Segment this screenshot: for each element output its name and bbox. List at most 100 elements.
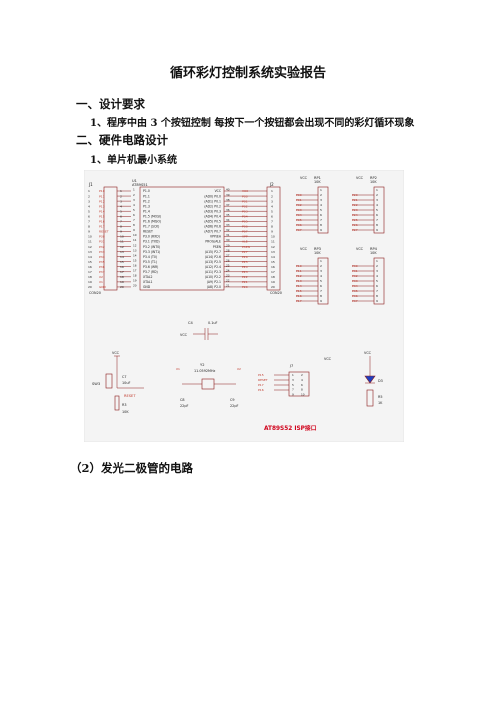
rp1-pin: 7 (320, 218, 322, 222)
rp3-pin: 1 (320, 259, 322, 263)
rp2-pin: 2 (376, 193, 378, 197)
u1-left-pin: P3.3 (INT1) (143, 250, 160, 254)
u1-pin-number: 14 (133, 253, 137, 257)
j1-net-label: P10 (99, 189, 105, 193)
isp-pin: 2 (301, 373, 303, 377)
rp3-pin: 6 (320, 284, 322, 288)
j2-pin-number: 8 (271, 225, 273, 229)
isp-pin: 9 (292, 392, 294, 396)
rp2-pin: 3 (376, 198, 378, 202)
u1-left-pin: XTAL1 (143, 280, 153, 284)
rp3-pin: 5 (320, 279, 322, 283)
u1-left-pin: P1.7 (SCK) (143, 225, 159, 229)
u1-left-pin: P1.5 (MOSI) (143, 214, 161, 218)
j1-net-label: P17 (99, 225, 105, 229)
j1-net-label: P30 (99, 235, 105, 239)
j1-pin-index: 11 (120, 240, 124, 244)
j1-pin-index: 1 (120, 189, 122, 193)
u1-right-pin: (A15) P2.7 (205, 250, 221, 254)
rp4-ref: RP4 (370, 247, 378, 251)
rp4-pin: 4 (376, 274, 378, 278)
j2-name: CON20 (270, 291, 282, 295)
rp2-net: P21 (352, 198, 358, 202)
isp-pin: 4 (301, 378, 303, 382)
j1-pin-number: 12 (88, 245, 92, 249)
rp2-pin: 5 (376, 208, 378, 212)
j1-net-label: P15 (99, 214, 105, 218)
u1-net-label: P23 (242, 270, 248, 274)
j1-net-label: X2 (99, 275, 103, 279)
j1-net-label: P34 (99, 255, 105, 259)
j2-pin-number: 5 (271, 209, 273, 213)
j1-net-label: P16 (99, 220, 105, 224)
isp-ref: J7 (289, 364, 293, 368)
rp1-pin: 4 (320, 203, 322, 207)
j1-pin-number: 3 (88, 199, 90, 203)
rp4-net: P31 (352, 269, 358, 273)
j1-pin-number: 11 (88, 240, 92, 244)
rp1-net: P07 (296, 228, 302, 232)
u1-pin-number: 23 (226, 274, 230, 278)
rp4-pin: 8 (376, 294, 378, 298)
rp3-pin: 7 (320, 289, 322, 293)
rp3-pin: 3 (320, 269, 322, 273)
section-heading-hardware: 二、硬件电路设计 (76, 133, 168, 147)
j2-pin-number: 2 (271, 194, 273, 198)
report-title: 循环彩灯控制系统实验报告 (169, 66, 326, 81)
u1-pin-number: 31 (226, 233, 230, 237)
u1-pin-number: 7 (133, 218, 135, 222)
j1-pin-number: 9 (88, 230, 90, 234)
j1-pin-index: 9 (120, 230, 122, 234)
rp4-value: 10K (370, 251, 377, 255)
u1-pin-number: 8 (133, 223, 135, 227)
u1-pin-number: 17 (133, 269, 137, 273)
u1-pin-number: 40 (226, 188, 230, 192)
rp3-net: P10 (296, 264, 302, 268)
j1-net-label: RESET (99, 230, 109, 234)
reset-resistor-value: 10K (122, 410, 129, 414)
j1-pin-index: 7 (120, 220, 122, 224)
rp2-pin: 6 (376, 213, 378, 217)
rp1-pin: 3 (320, 198, 322, 202)
u1-right-pin: (A11) P2.3 (205, 270, 221, 274)
requirement-item: 1、程序中由 3 个按钮控制 每按下一个按钮都会出现不同的彩灯循环现象 (90, 118, 415, 129)
j1-net-label: P13 (99, 204, 105, 208)
u1-right-pin: (AD5) P0.5 (204, 220, 221, 224)
rp2-net: P23 (352, 208, 358, 212)
u1-pin-number: 13 (133, 248, 137, 252)
u1-pin-number: 34 (226, 218, 230, 222)
rp4-pin: 1 (376, 259, 378, 263)
u1-pin-number: 9 (133, 228, 135, 232)
j1-pin-number: 20 (88, 285, 92, 289)
j1-pin-index: 6 (120, 214, 122, 218)
subsection-heading-mcu: 1、单片机最小系统 (90, 155, 177, 166)
rp2-net: P26 (352, 223, 358, 227)
led-resistor-value: 1K (378, 401, 383, 405)
reset-vcc: VCC (112, 351, 120, 355)
reset-switch (105, 373, 113, 389)
u1-net-label: P27 (242, 250, 248, 254)
rp2-net: P25 (352, 218, 358, 222)
j1-pin-number: 17 (88, 270, 92, 274)
section-heading-requirements: 一、设计要求 (76, 97, 145, 111)
u1-left-pin: RESET (143, 230, 153, 234)
j1-pin-index: 13 (120, 250, 124, 254)
rp3-ref: RP3 (314, 247, 321, 251)
rp1-net: P06 (296, 223, 302, 227)
u1-pin-number: 1 (133, 188, 135, 192)
j1-pin-number: 1 (88, 189, 90, 193)
j1-net-label: P37 (99, 270, 105, 274)
j2-pin-number: 16 (271, 265, 275, 269)
u1-right-pin: (A9) P2.1 (207, 280, 221, 284)
j2-pin-number: 14 (271, 255, 275, 259)
u1-net-label: ALE (242, 240, 248, 244)
rp1-net: P05 (296, 218, 302, 222)
u1-right-pin: (AD4) P0.4 (204, 214, 221, 218)
u1-pin-number: 39 (226, 193, 230, 197)
j2-pin-number: 6 (271, 214, 273, 218)
j1-pin-index: 18 (120, 275, 124, 279)
j1-name: CON20 (89, 291, 101, 295)
u1-pin-number: 15 (133, 258, 137, 262)
isp-pin: 10 (301, 392, 305, 396)
